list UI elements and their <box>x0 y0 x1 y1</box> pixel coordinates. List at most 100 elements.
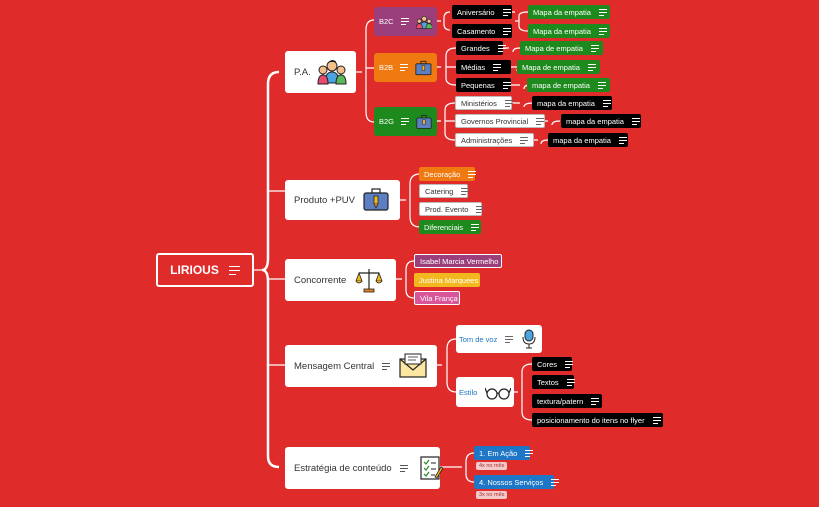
notes-lines-icon <box>590 44 599 52</box>
family-icon <box>415 15 432 29</box>
b2g-item-label: Governos Provincial <box>461 116 529 126</box>
notes-lines-icon <box>493 63 502 71</box>
root-node[interactable]: LIRIOUS <box>156 253 254 287</box>
notes-lines-icon <box>401 118 410 125</box>
notes-lines-icon <box>505 335 514 343</box>
branch-concorrente[interactable]: Concorrente <box>285 259 396 301</box>
b2b-item-grandes[interactable]: Grandes <box>456 41 506 55</box>
segment-b2c[interactable]: B2C <box>374 7 437 36</box>
notes-lines-icon <box>525 449 534 457</box>
empatia-item[interactable]: mapa da empatia <box>548 133 628 147</box>
b2b-item-label: Médias <box>461 62 486 72</box>
empatia-item[interactable]: Mapa de empatia <box>520 41 603 55</box>
empatia-label: Mapa da empatia <box>533 7 591 17</box>
concorrente-item[interactable]: Isabel Marcia Vermelho <box>414 254 502 268</box>
estrategia-item-nossos-servicos[interactable]: 4. Nossos Serviços <box>474 475 560 489</box>
mensagem-item-estilo[interactable]: Estilo <box>456 377 514 407</box>
branch-mensagem[interactable]: Mensagem Central <box>285 345 437 387</box>
notes-lines-icon <box>536 117 545 125</box>
segment-b2b[interactable]: B2B <box>374 53 437 82</box>
empatia-item[interactable]: mapa de empatia <box>527 78 610 92</box>
segment-b2c-label: B2C <box>379 17 394 26</box>
notes-lines-icon <box>565 360 574 368</box>
glasses-icon <box>485 387 511 400</box>
notes-lines-icon <box>502 81 511 89</box>
notes-lines-icon <box>652 416 661 424</box>
notes-lines-icon <box>471 223 480 231</box>
notes-lines-icon <box>400 18 409 25</box>
estrategia-item-label: 1. Em Ação <box>479 448 518 458</box>
b2c-item-aniversario[interactable]: Aniversário <box>452 5 512 19</box>
briefcase-icon <box>363 188 389 211</box>
empatia-item[interactable]: Mapa da empatia <box>528 5 610 19</box>
concorrente-item[interactable]: Justina Marquees <box>414 273 480 287</box>
notes-lines-icon <box>503 27 512 35</box>
microphone-icon <box>522 329 536 349</box>
notes-lines-icon <box>400 64 409 71</box>
b2g-item-administracoes[interactable]: Administrações <box>455 133 534 147</box>
estilo-item-textura[interactable]: textura/patern <box>532 394 602 408</box>
b2b-item-pequenas[interactable]: Pequenas <box>456 78 511 92</box>
produto-item-catering[interactable]: Catering <box>419 184 470 198</box>
notes-lines-icon <box>618 136 627 144</box>
empatia-item[interactable]: Mapa de empatia <box>517 60 600 74</box>
segment-b2g-label: B2G <box>379 117 395 126</box>
empatia-label: mapa da empatia <box>553 135 611 145</box>
notes-lines-icon <box>497 44 506 52</box>
produto-item-diferenciais[interactable]: Diferenciais <box>419 220 481 234</box>
notes-lines-icon <box>399 464 408 472</box>
empatia-item[interactable]: mapa da empatia <box>561 114 641 128</box>
estilo-item-cores[interactable]: Cores <box>532 357 574 371</box>
notes-lines-icon <box>504 99 513 107</box>
notes-lines-icon <box>476 205 485 213</box>
b2g-item-governos[interactable]: Governos Provincial <box>455 114 545 128</box>
notes-lines-icon <box>631 117 640 125</box>
estilo-item-posicionamento[interactable]: posicionamento do itens no flyer <box>532 413 663 427</box>
branch-produto-label: Produto +PUV <box>294 194 355 206</box>
segment-b2g[interactable]: B2G <box>374 107 437 136</box>
b2c-item-casamento[interactable]: Casamento <box>452 24 512 38</box>
branch-estrategia[interactable]: Estratégia de conteúdo <box>285 447 443 489</box>
estilo-item-label: posicionamento do itens no flyer <box>537 415 645 425</box>
empatia-item[interactable]: Mapa da empatia <box>528 24 610 38</box>
produto-item-label: Prod. Evento <box>425 204 469 214</box>
concorrente-item-label: Justina Marquees <box>419 275 479 285</box>
notes-lines-icon <box>597 81 606 89</box>
notes-lines-icon <box>598 8 607 16</box>
branch-pa[interactable]: P.A. <box>285 51 356 93</box>
root-label: LIRIOUS <box>170 263 219 277</box>
b2g-item-ministerios[interactable]: Ministérios <box>455 96 513 110</box>
produto-item-decoracao[interactable]: Decoração <box>419 167 477 181</box>
produto-item-prod-evento[interactable]: Prod. Evento <box>419 202 485 216</box>
estilo-label: Estilo <box>459 387 478 397</box>
notes-lines-icon <box>461 187 470 195</box>
estrategia-item-em-acao[interactable]: 1. Em Ação <box>474 446 534 460</box>
b2c-item-label: Aniversário <box>457 7 495 17</box>
checklist-icon <box>420 456 443 480</box>
mensagem-item-tom[interactable]: Tom de voz <box>456 325 542 353</box>
concorrente-item-label: Vila França <box>420 293 458 303</box>
frequency-badge: 4x no mês <box>476 462 508 470</box>
branch-produto[interactable]: Produto +PUV <box>285 180 400 220</box>
notes-lines-icon <box>468 170 477 178</box>
empatia-item[interactable]: mapa da empatia <box>532 96 612 110</box>
frequency-badge: 3x no mês <box>476 491 508 499</box>
branch-estrategia-label: Estratégia de conteúdo <box>294 462 392 474</box>
b2b-item-medias[interactable]: Médias <box>456 60 511 74</box>
notes-lines-icon <box>587 63 596 71</box>
tom-label: Tom de voz <box>459 334 498 344</box>
concorrente-item[interactable]: Vila França <box>414 291 460 305</box>
estilo-item-textos[interactable]: Textos <box>532 375 575 389</box>
branch-concorrente-label: Concorrente <box>294 274 347 286</box>
envelope-icon <box>399 353 427 378</box>
produto-item-label: Diferenciais <box>424 222 464 232</box>
estilo-item-label: textura/patern <box>537 396 584 406</box>
concorrente-item-label: Isabel Marcia Vermelho <box>420 256 499 266</box>
empatia-label: Mapa de empatia <box>522 62 580 72</box>
estrategia-item-label: 4. Nossos Serviços <box>479 477 544 487</box>
notes-lines-icon <box>602 99 611 107</box>
produto-item-label: Decoração <box>424 169 461 179</box>
balance-scale-icon <box>355 269 383 293</box>
empatia-label: mapa da empatia <box>537 98 595 108</box>
notes-lines-icon <box>228 265 240 275</box>
